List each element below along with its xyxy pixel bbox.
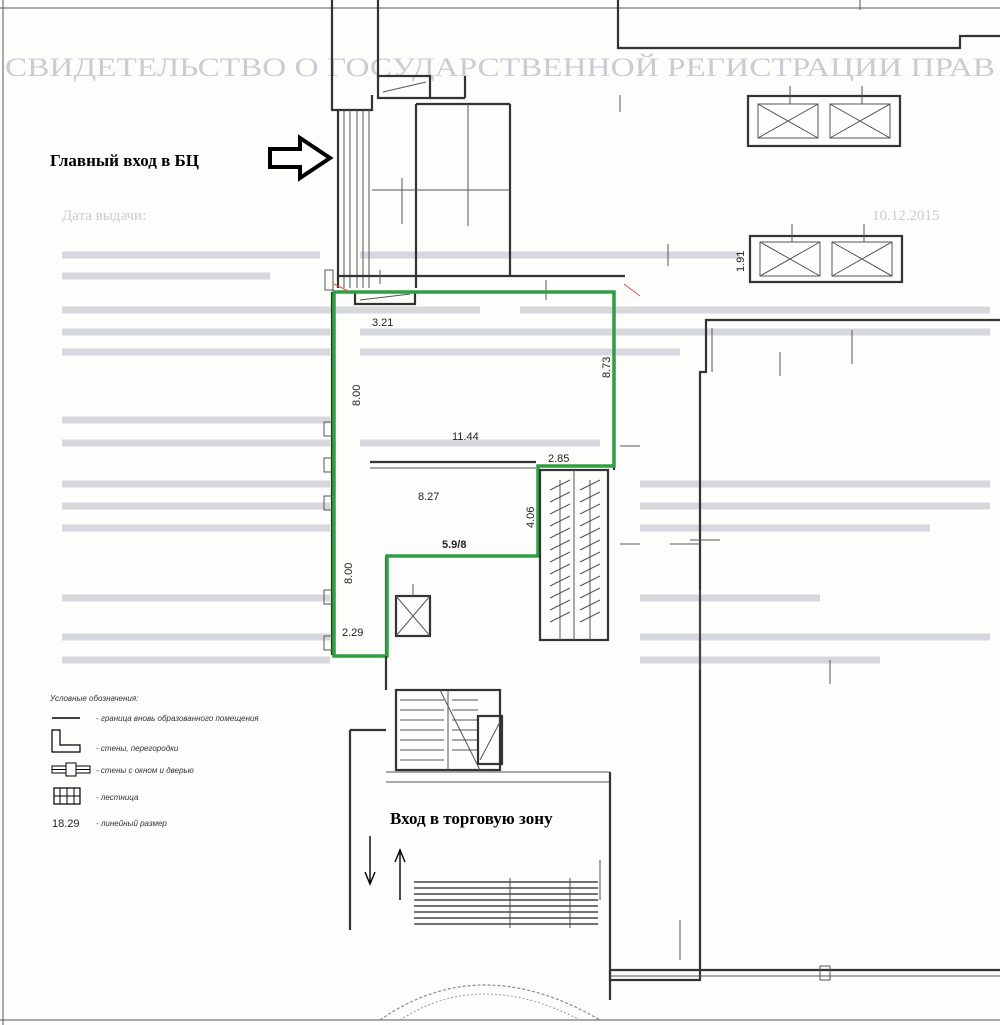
legend-item-text: - стены с окном и дверью	[96, 766, 194, 775]
corridor-walls	[324, 0, 625, 300]
down-arrow-icon	[364, 836, 376, 886]
background-date-value: 10.12.2015	[872, 208, 940, 224]
lower-stair-block	[348, 656, 612, 1000]
elevator-group-upper	[746, 86, 902, 148]
entry-marker	[333, 283, 351, 293]
dimension-8-27: 8.27	[418, 491, 439, 503]
legend-item-text: - стены, перегородки	[96, 744, 179, 753]
right-arrow-icon	[268, 134, 334, 182]
legend-title: Условные обозначения:	[49, 694, 138, 703]
background-header: СВИДЕТЕЛЬСТВО О ГОСУДАРСТВЕННОЙ РЕГИСТРА…	[5, 53, 995, 82]
legend: Условные обозначения: - граница вновь об…	[49, 694, 259, 830]
dimension-11-44: 11.44	[452, 431, 479, 443]
plan-marks	[379, 244, 831, 960]
elevator-group-lower	[748, 224, 904, 284]
dimension-8-00-top: 8.00	[351, 385, 363, 406]
trade-entrance-label: Вход в торговую зону	[390, 809, 553, 828]
legend-dimension-number: 18.29	[52, 818, 80, 830]
dimension-1-91: 1.91	[735, 251, 747, 272]
dimension-4-06: 4.06	[525, 507, 537, 528]
background-text-lines	[62, 251, 990, 664]
main-entrance-label: Главный вход в БЦ	[50, 151, 199, 170]
dimension-5-98: 5.9/8	[442, 539, 466, 551]
entrance-stairs	[414, 878, 598, 928]
dimension-8-00-bottom: 8.00	[343, 563, 355, 584]
entry-marker-right	[623, 283, 641, 297]
room-outer-walls	[323, 290, 616, 655]
legend-walls-symbol	[51, 729, 81, 753]
premises-boundary	[332, 290, 616, 658]
stamp-fragment	[379, 984, 601, 1021]
inner-elevator	[394, 584, 432, 638]
top-right-wall	[616, 0, 1000, 50]
dimension-2-29: 2.29	[342, 627, 363, 639]
dimension-3-21: 3.21	[372, 317, 393, 329]
dimension-8-73: 8.73	[601, 357, 613, 378]
legend-stairs-symbol	[53, 787, 81, 805]
dimension-2-85: 2.85	[548, 453, 569, 465]
legend-item-text: - лестница	[96, 793, 139, 802]
legend-item-text: - линейный размер	[96, 819, 167, 828]
up-arrow-icon	[394, 848, 406, 900]
legend-item-text: - граница вновь образованного помещения	[96, 714, 259, 723]
right-building-wall	[608, 318, 1000, 982]
background-date-label: Дата выдачи:	[62, 208, 146, 224]
internal-stairs	[538, 468, 610, 642]
legend-window-door-symbol	[51, 762, 91, 777]
